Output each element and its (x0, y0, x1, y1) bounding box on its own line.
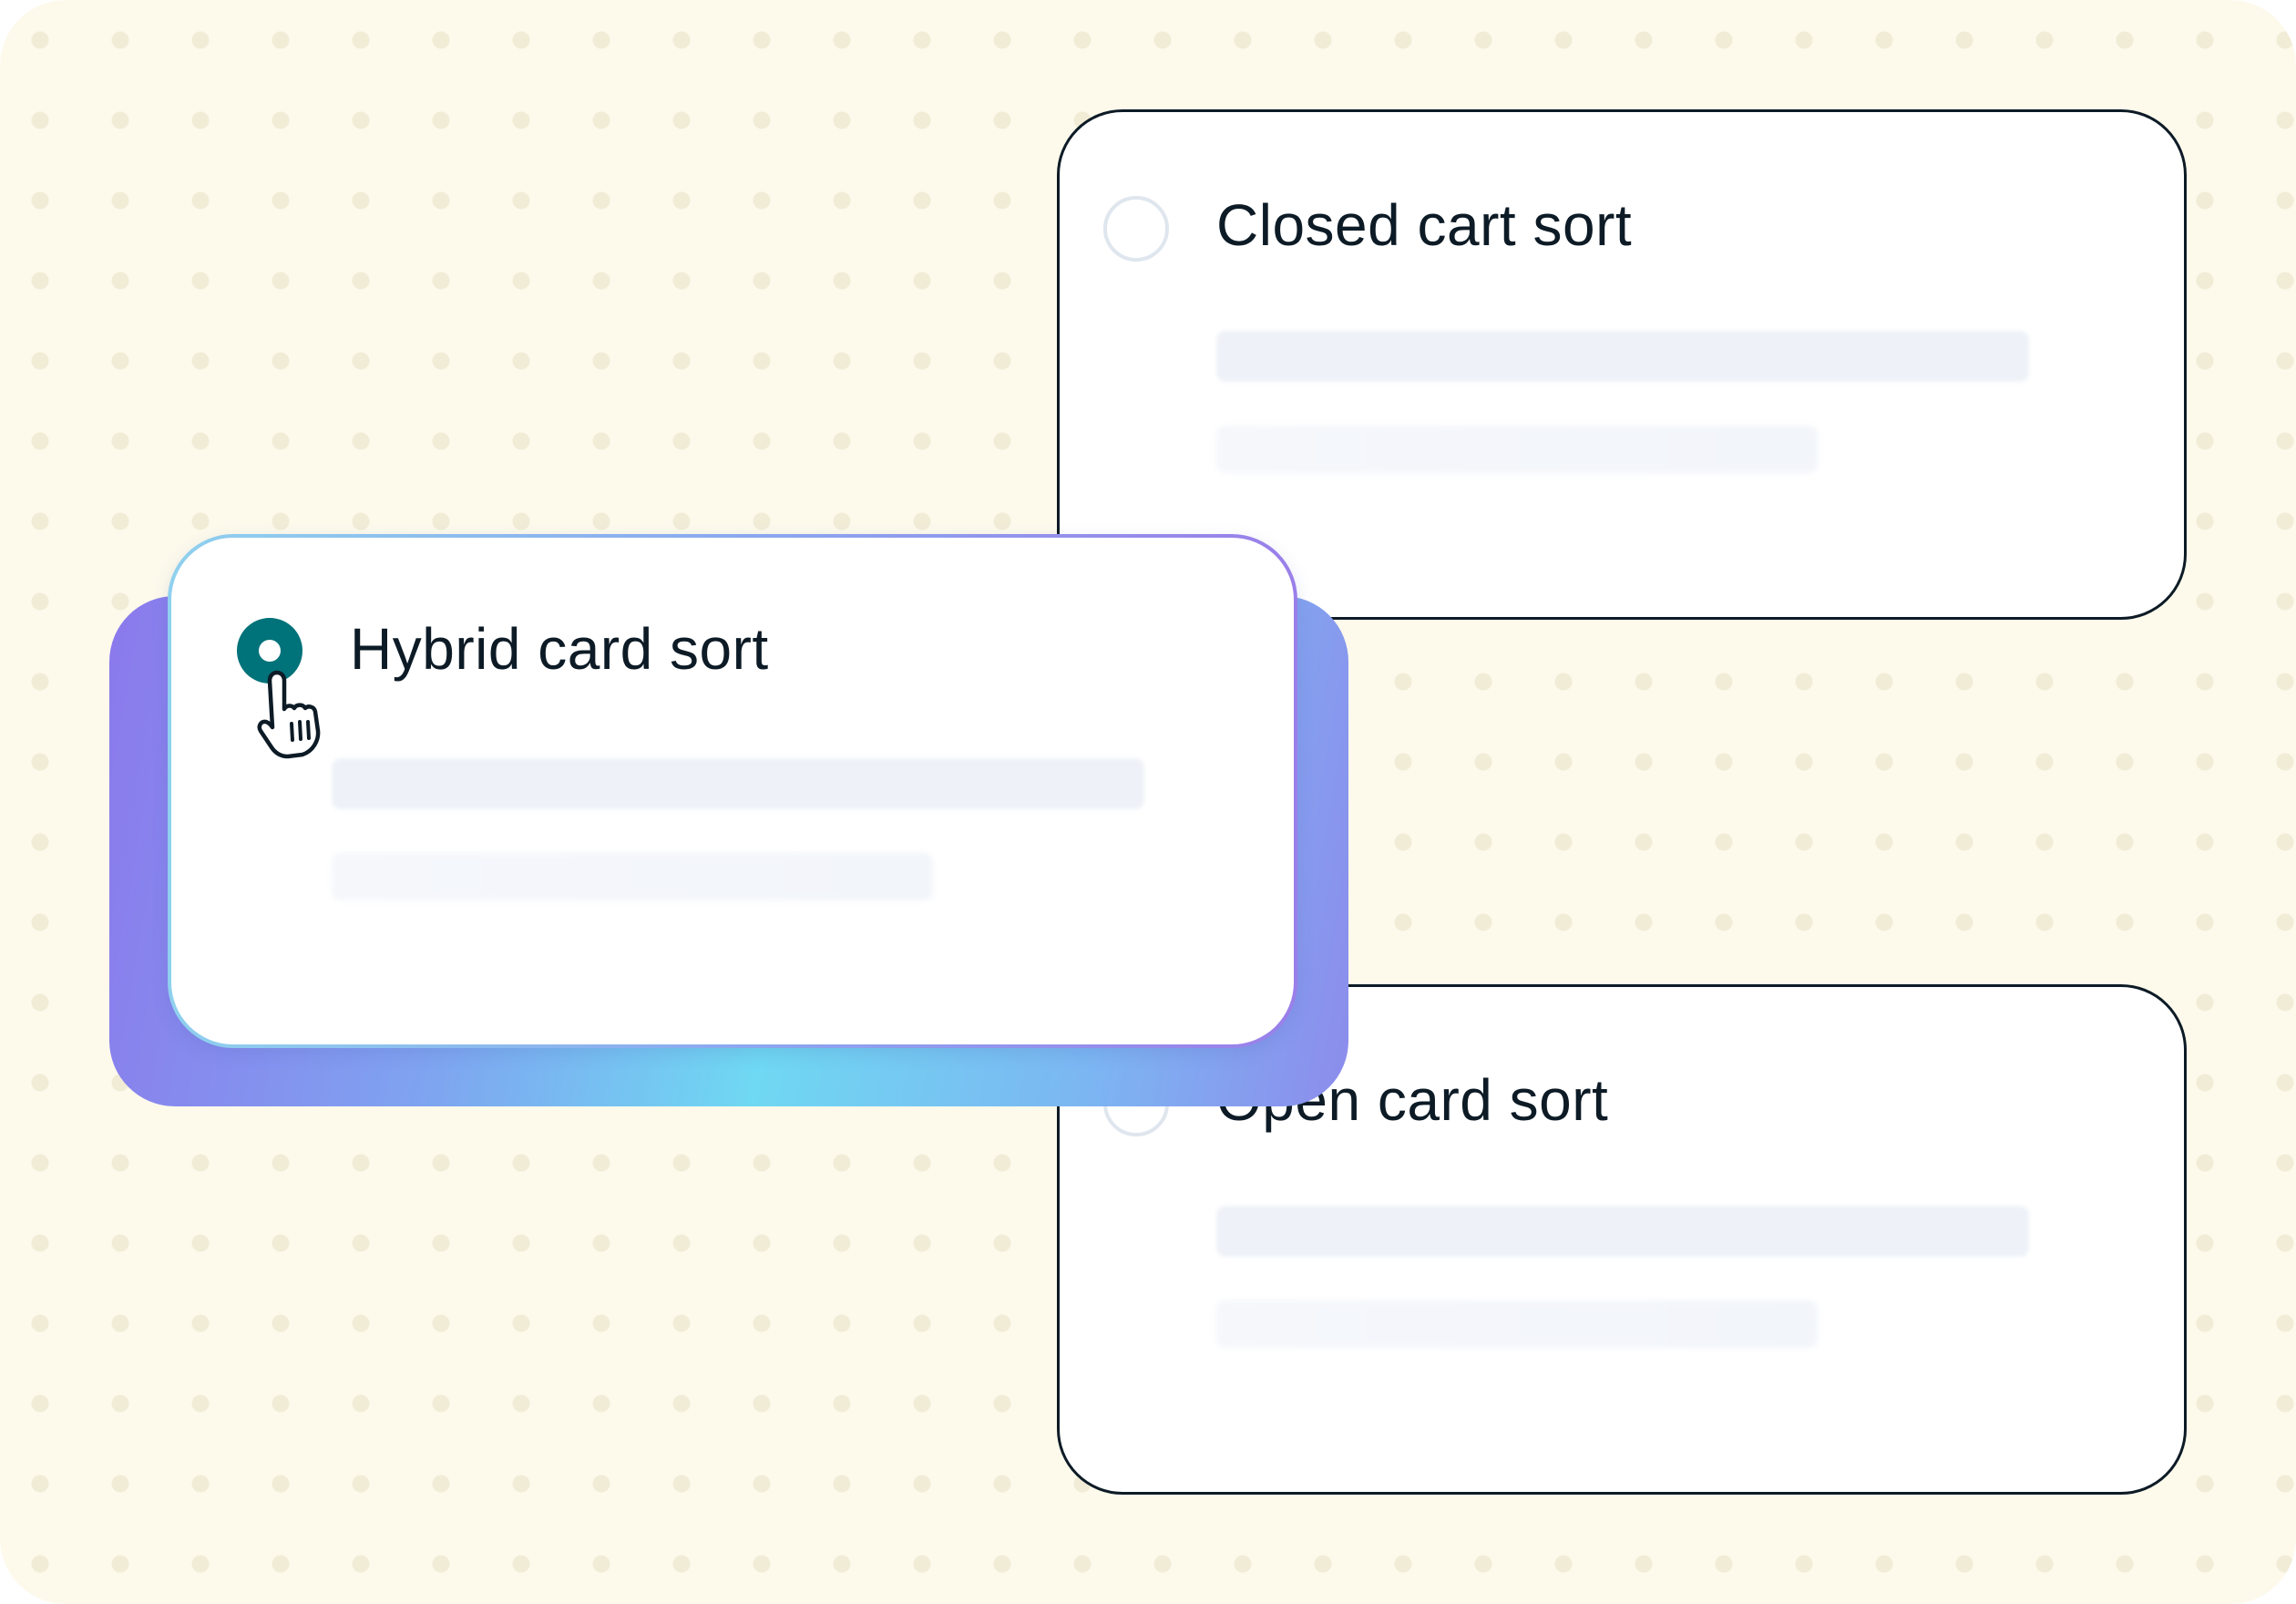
radio-hybrid[interactable] (237, 618, 302, 684)
placeholder-line-secondary (1216, 426, 1818, 473)
option-card-hybrid[interactable]: Hybrid card sort (168, 534, 1297, 1048)
radio-selected-dot (259, 640, 281, 662)
placeholder-line-secondary (1216, 1301, 1818, 1348)
option-title-closed: Closed cart sort (1216, 192, 1633, 258)
option-card-open[interactable]: Open card sort (1057, 984, 2187, 1495)
radio-closed[interactable] (1103, 196, 1169, 262)
hand-pointer-icon (257, 670, 321, 759)
placeholder-line-primary (1216, 331, 2029, 382)
placeholder-line-primary (332, 758, 1144, 809)
placeholder-line-secondary (332, 853, 933, 900)
placeholder-line-primary (1216, 1206, 2029, 1257)
option-title-hybrid: Hybrid card sort (350, 616, 769, 682)
